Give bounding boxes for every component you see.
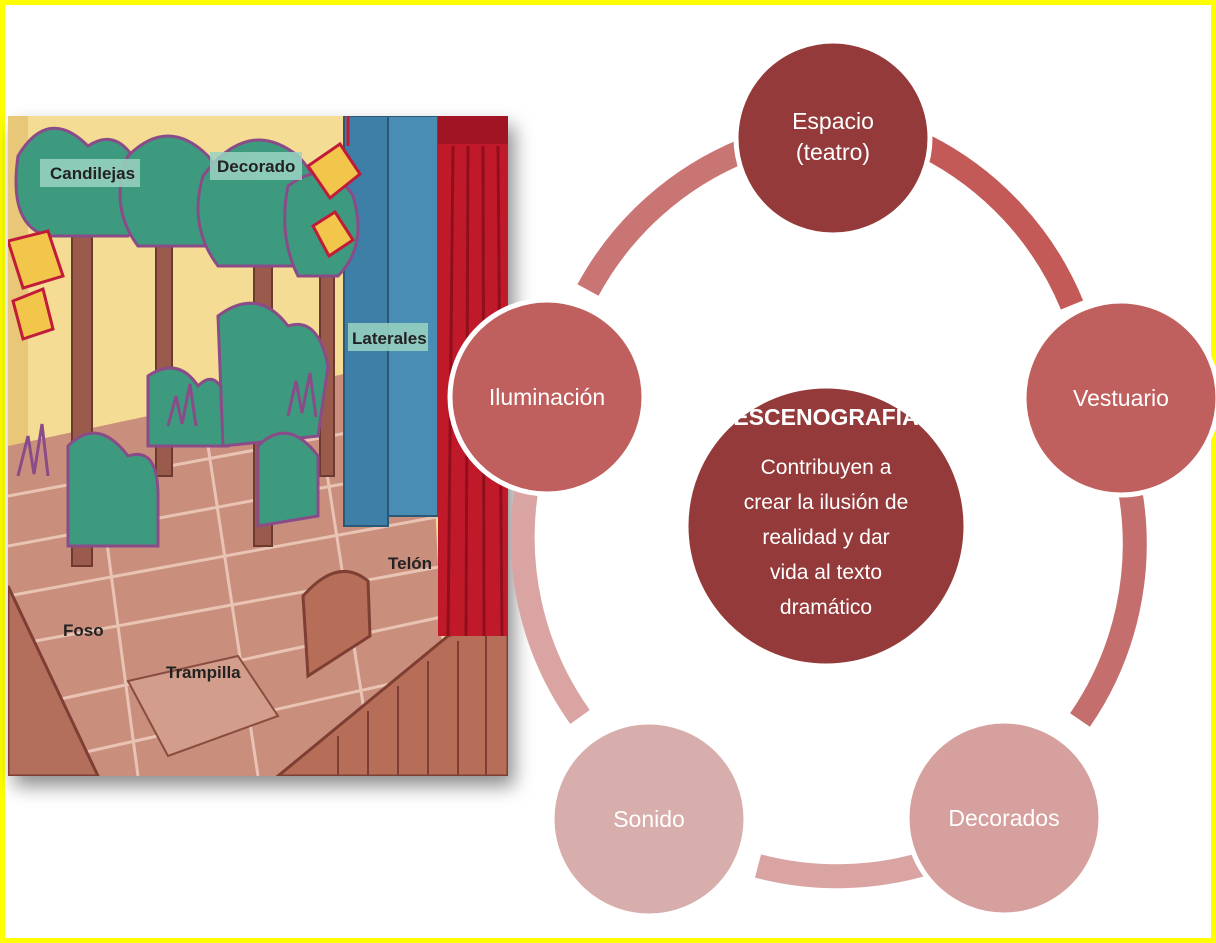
center-line-3: realidad y dar <box>762 526 889 549</box>
node-espacio <box>733 38 933 238</box>
center-line-1: Contribuyen a <box>761 456 892 479</box>
center-line-2: crear la ilusión de <box>744 491 909 514</box>
ring-arc-espacio-vestuario <box>919 135 1084 310</box>
label-foso: Foso <box>63 621 104 640</box>
node-espacio-line2: (teatro) <box>796 139 870 165</box>
node-center <box>683 383 969 669</box>
label-candilejas: Candilejas <box>50 164 135 183</box>
label-telon: Telón <box>388 554 432 573</box>
node-sonido-label: Sonido <box>613 806 685 832</box>
node-sonido <box>549 719 749 919</box>
center-title: ESCENOGRAFÍA <box>733 403 918 430</box>
stage-drawing: Candilejas Decorado Laterales Telón Foso… <box>8 116 508 776</box>
label-laterales: Laterales <box>352 329 427 348</box>
ring-arc-iluminacion-espacio <box>577 138 750 296</box>
node-decorados <box>904 718 1104 918</box>
ring-arc-vestuario-decorados <box>1070 487 1147 727</box>
node-vestuario <box>1021 298 1216 498</box>
center-line-4: vida al texto <box>770 561 882 584</box>
node-espacio-line1: Espacio <box>792 108 874 134</box>
node-vestuario-label: Vestuario <box>1073 385 1169 411</box>
label-decorado: Decorado <box>217 157 295 176</box>
ring-arc-sonido-iluminacion <box>510 477 590 724</box>
node-decorados-label: Decorados <box>948 805 1059 831</box>
stage-illustration: Candilejas Decorado Laterales Telón Foso… <box>8 116 508 776</box>
ring-arc-decorados-sonido <box>754 850 934 889</box>
center-line-5: dramático <box>780 596 872 619</box>
node-iluminacion-label: Iluminación <box>489 384 605 410</box>
node-iluminacion <box>447 297 647 497</box>
label-trampilla: Trampilla <box>166 663 241 682</box>
